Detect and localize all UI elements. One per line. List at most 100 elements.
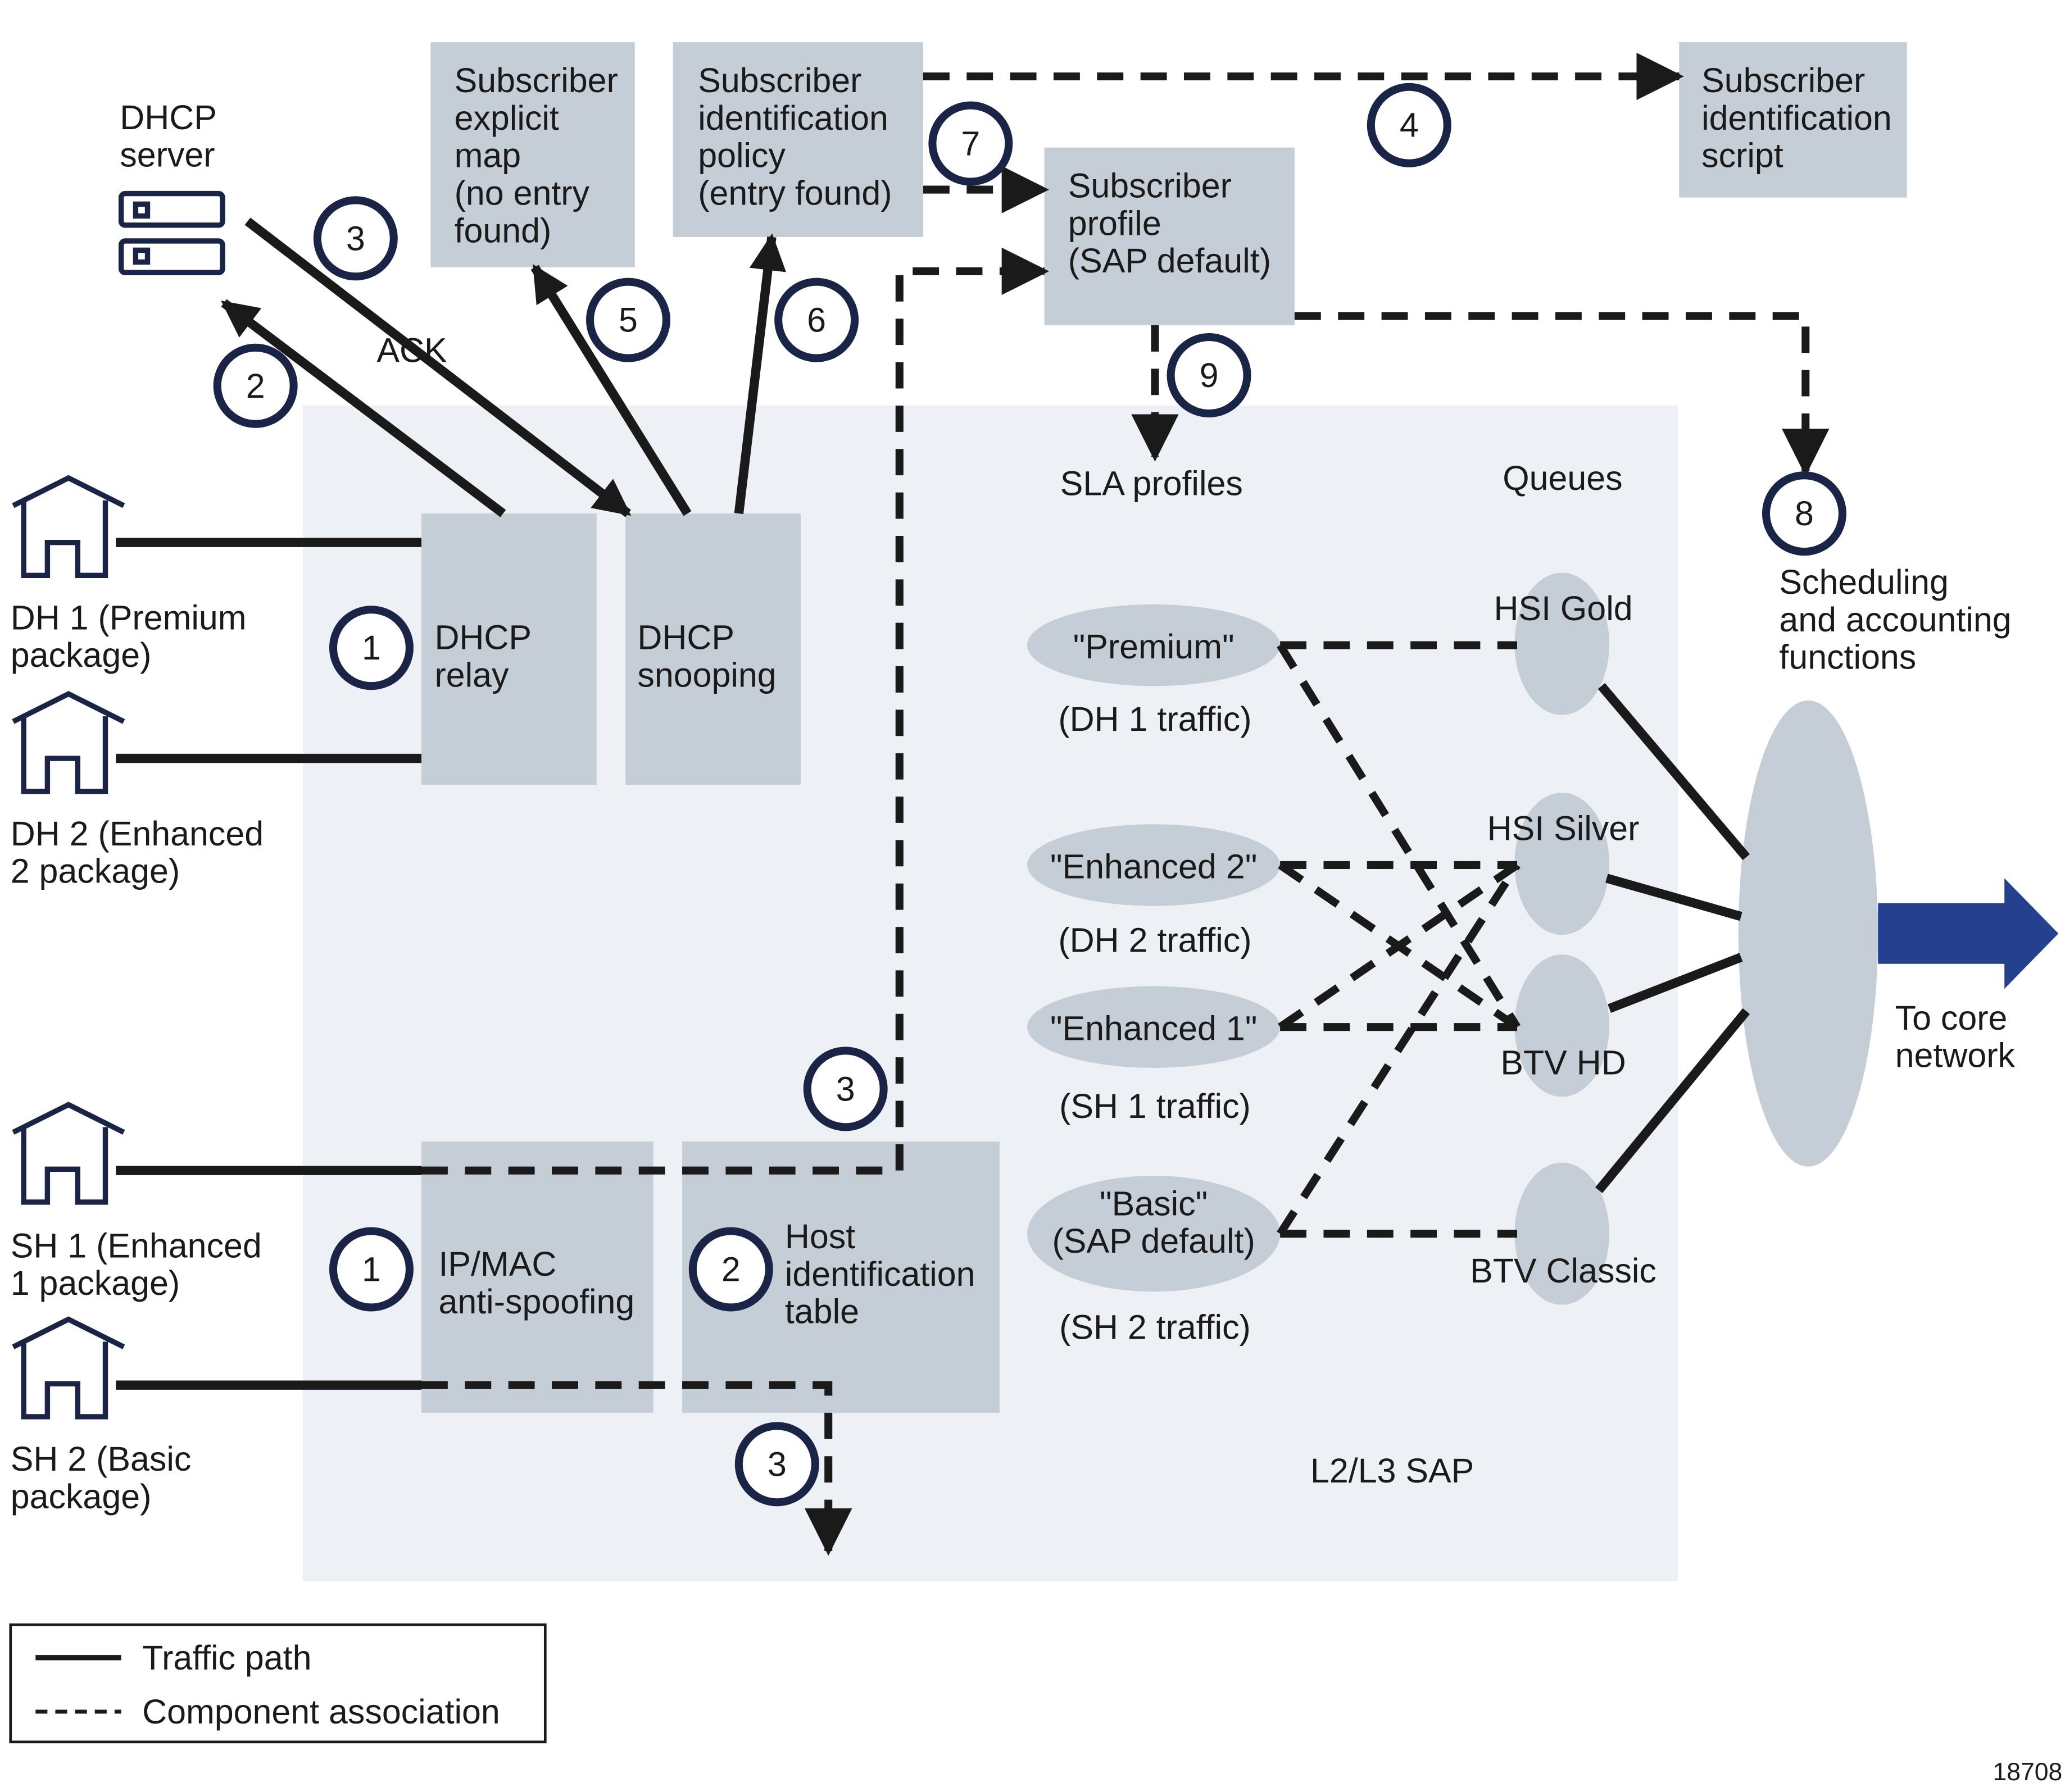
step-badge-3: 3 [734, 1422, 819, 1507]
arrow-profile-to-scheduling [1294, 312, 1830, 476]
step-badge-6: 6 [774, 278, 859, 362]
text-line: To core [1895, 999, 2008, 1037]
text-line: DHCP [120, 98, 217, 137]
text-line: Subscriber [1068, 167, 1232, 205]
step-badge-4: 4 [1367, 83, 1451, 167]
text-line: anti-spoofing [438, 1282, 634, 1321]
svg-text:3: 3 [836, 1070, 855, 1108]
step-badge-1: 1 [329, 1227, 414, 1312]
sla-traffic-enhanced2: (DH 2 traffic) [1058, 921, 1251, 959]
legend-component-association-label: Component association [142, 1693, 500, 1731]
queue-hsi-silver [1514, 793, 1610, 935]
queue-label-hsi-gold: HSI Gold [1494, 589, 1632, 627]
text-line: profile [1068, 204, 1161, 242]
text-line: 1 package) [11, 1264, 180, 1302]
sla-traffic-premium: (DH 1 traffic) [1058, 700, 1251, 738]
house-icon [12, 475, 125, 578]
text-line: package) [11, 1477, 152, 1516]
arrow-snooping-to-id-policy [734, 233, 787, 515]
step-badge-7: 7 [928, 101, 1013, 186]
svg-text:4: 4 [1400, 106, 1419, 144]
text-line: script [1701, 137, 1783, 175]
text-line: identification [785, 1255, 975, 1293]
sla-traffic-basic: (SH 2 traffic) [1059, 1308, 1251, 1347]
queue-btv-classic [1514, 1162, 1610, 1305]
text-line: SH 1 (Enhanced [11, 1226, 262, 1265]
text-line: "Premium" [1073, 627, 1235, 666]
svg-text:2: 2 [721, 1250, 741, 1288]
arrow-sh1-to-profile [421, 247, 1050, 1175]
text-line: table [785, 1293, 859, 1331]
legend: Traffic path Component association [9, 1623, 547, 1744]
legend-traffic-path-label: Traffic path [142, 1639, 311, 1677]
text-line: explicit [455, 99, 559, 137]
queue-label-btv-hd: BTV HD [1500, 1044, 1626, 1082]
text-line: Scheduling [1779, 563, 1948, 601]
svg-text:9: 9 [1200, 356, 1219, 394]
figure-id: 18708 [1993, 1758, 2063, 1786]
svg-text:5: 5 [619, 301, 638, 339]
sla-profile-enhanced1-ellipse [1027, 986, 1281, 1068]
svg-text:1: 1 [362, 1250, 381, 1288]
sla-profiles-heading: SLA profiles [1060, 464, 1243, 502]
text-line: Host [785, 1217, 855, 1256]
text-line: and accounting [1779, 601, 2011, 639]
svg-text:7: 7 [961, 125, 980, 163]
text-line: found) [455, 211, 552, 249]
l2l3-sap-label: L2/L3 SAP [1310, 1452, 1474, 1490]
text-line: package) [11, 636, 152, 674]
queue-label-btv-classic: BTV Classic [1470, 1252, 1656, 1290]
text-line: DH 1 (Premium [11, 598, 247, 636]
text-line: (no entry [455, 174, 590, 212]
step-badge-8: 8 [1762, 471, 1846, 556]
scheduling-ellipse [1738, 700, 1878, 1167]
text-line: policy [698, 137, 786, 175]
ack-label: ACK [376, 331, 447, 370]
house-icon [12, 690, 125, 794]
step-badge-1: 1 [329, 606, 414, 690]
queue-hd-to-scheduler [1608, 953, 1743, 1013]
text-line: Subscriber [698, 61, 861, 99]
arrow-sh2-path [421, 1381, 852, 1556]
ip-mac-anti-spoofing-box [421, 1141, 653, 1413]
step-badge-9: 9 [1167, 333, 1251, 418]
svg-text:3: 3 [768, 1445, 787, 1483]
sla-traffic-enhanced1: (SH 1 traffic) [1059, 1087, 1251, 1125]
text-line: (entry found) [698, 174, 892, 212]
text-line: SH 2 (Basic [11, 1440, 192, 1478]
queue-btv-hd [1514, 954, 1610, 1097]
text-line: DHCP [434, 618, 532, 657]
svg-text:1: 1 [362, 629, 381, 667]
step-badge-3: 3 [313, 196, 398, 281]
server-icon [118, 190, 225, 275]
svg-text:6: 6 [807, 301, 826, 339]
queues-heading: Queues [1503, 459, 1622, 497]
text-line: (SAP default) [1068, 242, 1271, 280]
text-line: "Enhanced 1" [1050, 1009, 1257, 1048]
house-icon [12, 1316, 125, 1420]
dhcp-relay-box [421, 513, 597, 785]
subscriber-identification-script-box [1679, 42, 1907, 198]
step-badge-3: 3 [803, 1047, 888, 1131]
step-badge-5: 5 [586, 278, 670, 362]
text-line: Subscriber [1701, 61, 1865, 99]
queue-gold-to-scheduler [1597, 683, 1750, 861]
text-line: snooping [637, 656, 776, 694]
text-line: functions [1779, 638, 1916, 676]
text-line: server [120, 136, 215, 174]
arrow-ack-to-snooping [244, 217, 632, 517]
queue-label-hsi-silver: HSI Silver [1487, 809, 1640, 847]
subscriber-identification-policy-box [673, 42, 923, 237]
sla-name-basic: "Basic"(SAP default) [1052, 1184, 1255, 1260]
sla-name-enhanced2: "Enhanced 2" [1050, 847, 1257, 885]
text-line: "Enhanced 2" [1050, 847, 1257, 885]
sla-profile-enhanced2-ellipse [1027, 824, 1281, 906]
